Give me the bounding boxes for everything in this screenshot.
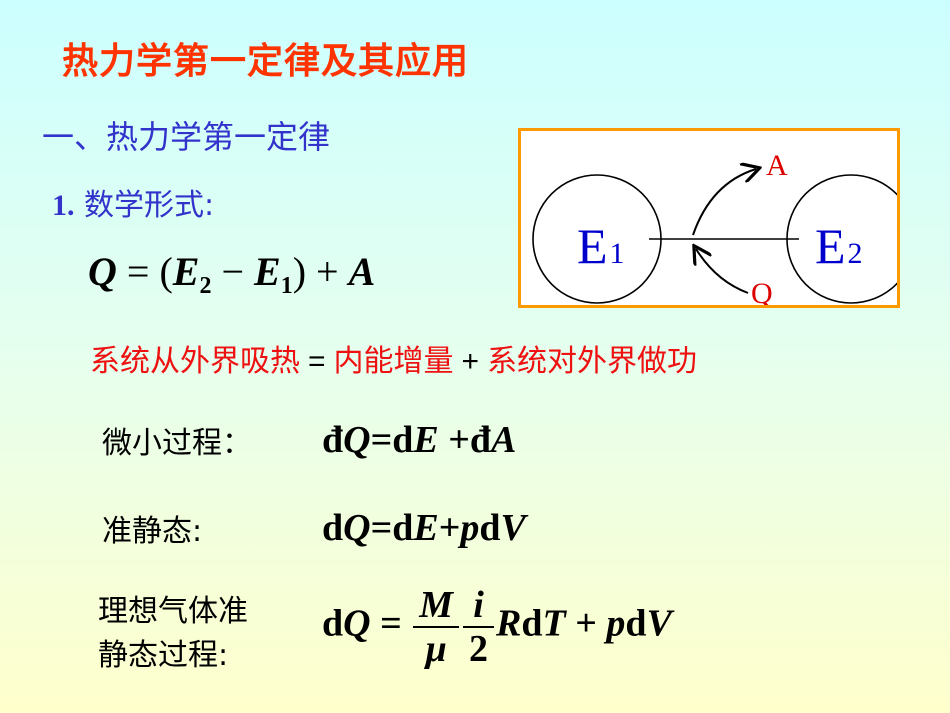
eq-part: d [322,507,344,549]
subsection-heading: 1. 数学形式: [52,180,214,224]
heat-arrow-icon [696,249,749,294]
formula-plus: + [316,249,339,294]
eq-part: T [542,602,566,645]
subsection-label: 数学形式: [84,188,215,223]
section-heading: 一、热力学第一定律 [42,118,331,156]
formula-E1-sub: 1 [280,273,293,299]
formula-paren-open: ( [159,249,173,294]
quasi-static-label: 准静态: [102,514,203,549]
formula-E1: E [254,249,281,294]
eq-part: R [496,602,522,645]
eq-part: E [413,419,439,461]
slide-title: 热力学第一定律及其应用 [62,41,470,82]
frac-den: μ [425,628,447,670]
subsection-number: 1. [52,189,75,222]
eq-part: =d [370,507,414,549]
internal-energy-term: 内能增量 [333,344,454,379]
work-label: A [766,149,788,182]
energy-flow-svg: E1 E2 A Q [532,149,916,310]
formula-paren-close: ) [292,249,307,294]
infinitesimal-process-label: 微小过程： [102,426,252,461]
formula-Q: Q [88,249,117,294]
frac-num: M [419,584,454,626]
first-law-formula: Q = (E2 − E1) + A [88,248,375,300]
ideal-gas-label: 理想气体准 静态过程: [98,590,248,678]
verbal-plus: + [461,345,480,378]
formula-E2: E [172,249,200,294]
eq-part: d [625,602,647,645]
energy-diagram: E1 E2 A Q [518,128,916,310]
ideal-gas-label-line1: 理想气体准 [98,594,248,629]
eq-part: Q [343,507,371,549]
eq-part: d [322,602,344,645]
eq-part: V [646,602,672,645]
frac-den: 2 [469,628,489,670]
state-1-label: E1 [577,218,625,274]
work-done-term: 系统对外界做功 [487,344,698,379]
work-arrow-icon [692,169,756,236]
heat-label: Q [751,277,773,305]
verbal-equals: = [308,345,326,378]
frac-bar [463,626,495,628]
eq-part: p [460,507,480,549]
eq-part: d [479,507,501,549]
eq-part: V [500,507,526,549]
eq-part: +đ [438,419,492,461]
formula-A: A [348,249,376,294]
eq-part: d [521,602,543,645]
ideal-gas-label-line2: 静态过程: [98,638,229,673]
eq-part: = [370,602,412,645]
frac-bar [413,626,460,628]
formula-E2-sub: 2 [199,273,212,299]
eq-part: A [491,419,517,461]
eq-part: + [438,507,461,549]
state-2-label: E2 [815,218,863,274]
verbal-equation: 系统从外界吸热=内能增量+系统对外界做功 [90,336,697,380]
eq-part: Q [343,419,371,461]
eq-part: E [413,507,439,549]
eq-part: đ [322,419,344,461]
quasi-static-formula: dQ=dE+pdV [322,506,526,550]
frac-num: i [473,584,484,626]
eq-part: + [565,602,607,645]
eq-part: =d [370,419,414,461]
formula-minus: − [221,249,245,294]
formula-equals: = [126,249,150,294]
eq-part: Q [343,602,371,645]
infinitesimal-process-formula: đQ=dE +đA [322,418,516,462]
heat-absorbed-term: 系统从外界吸热 [90,344,300,379]
eq-part: p [606,602,626,645]
